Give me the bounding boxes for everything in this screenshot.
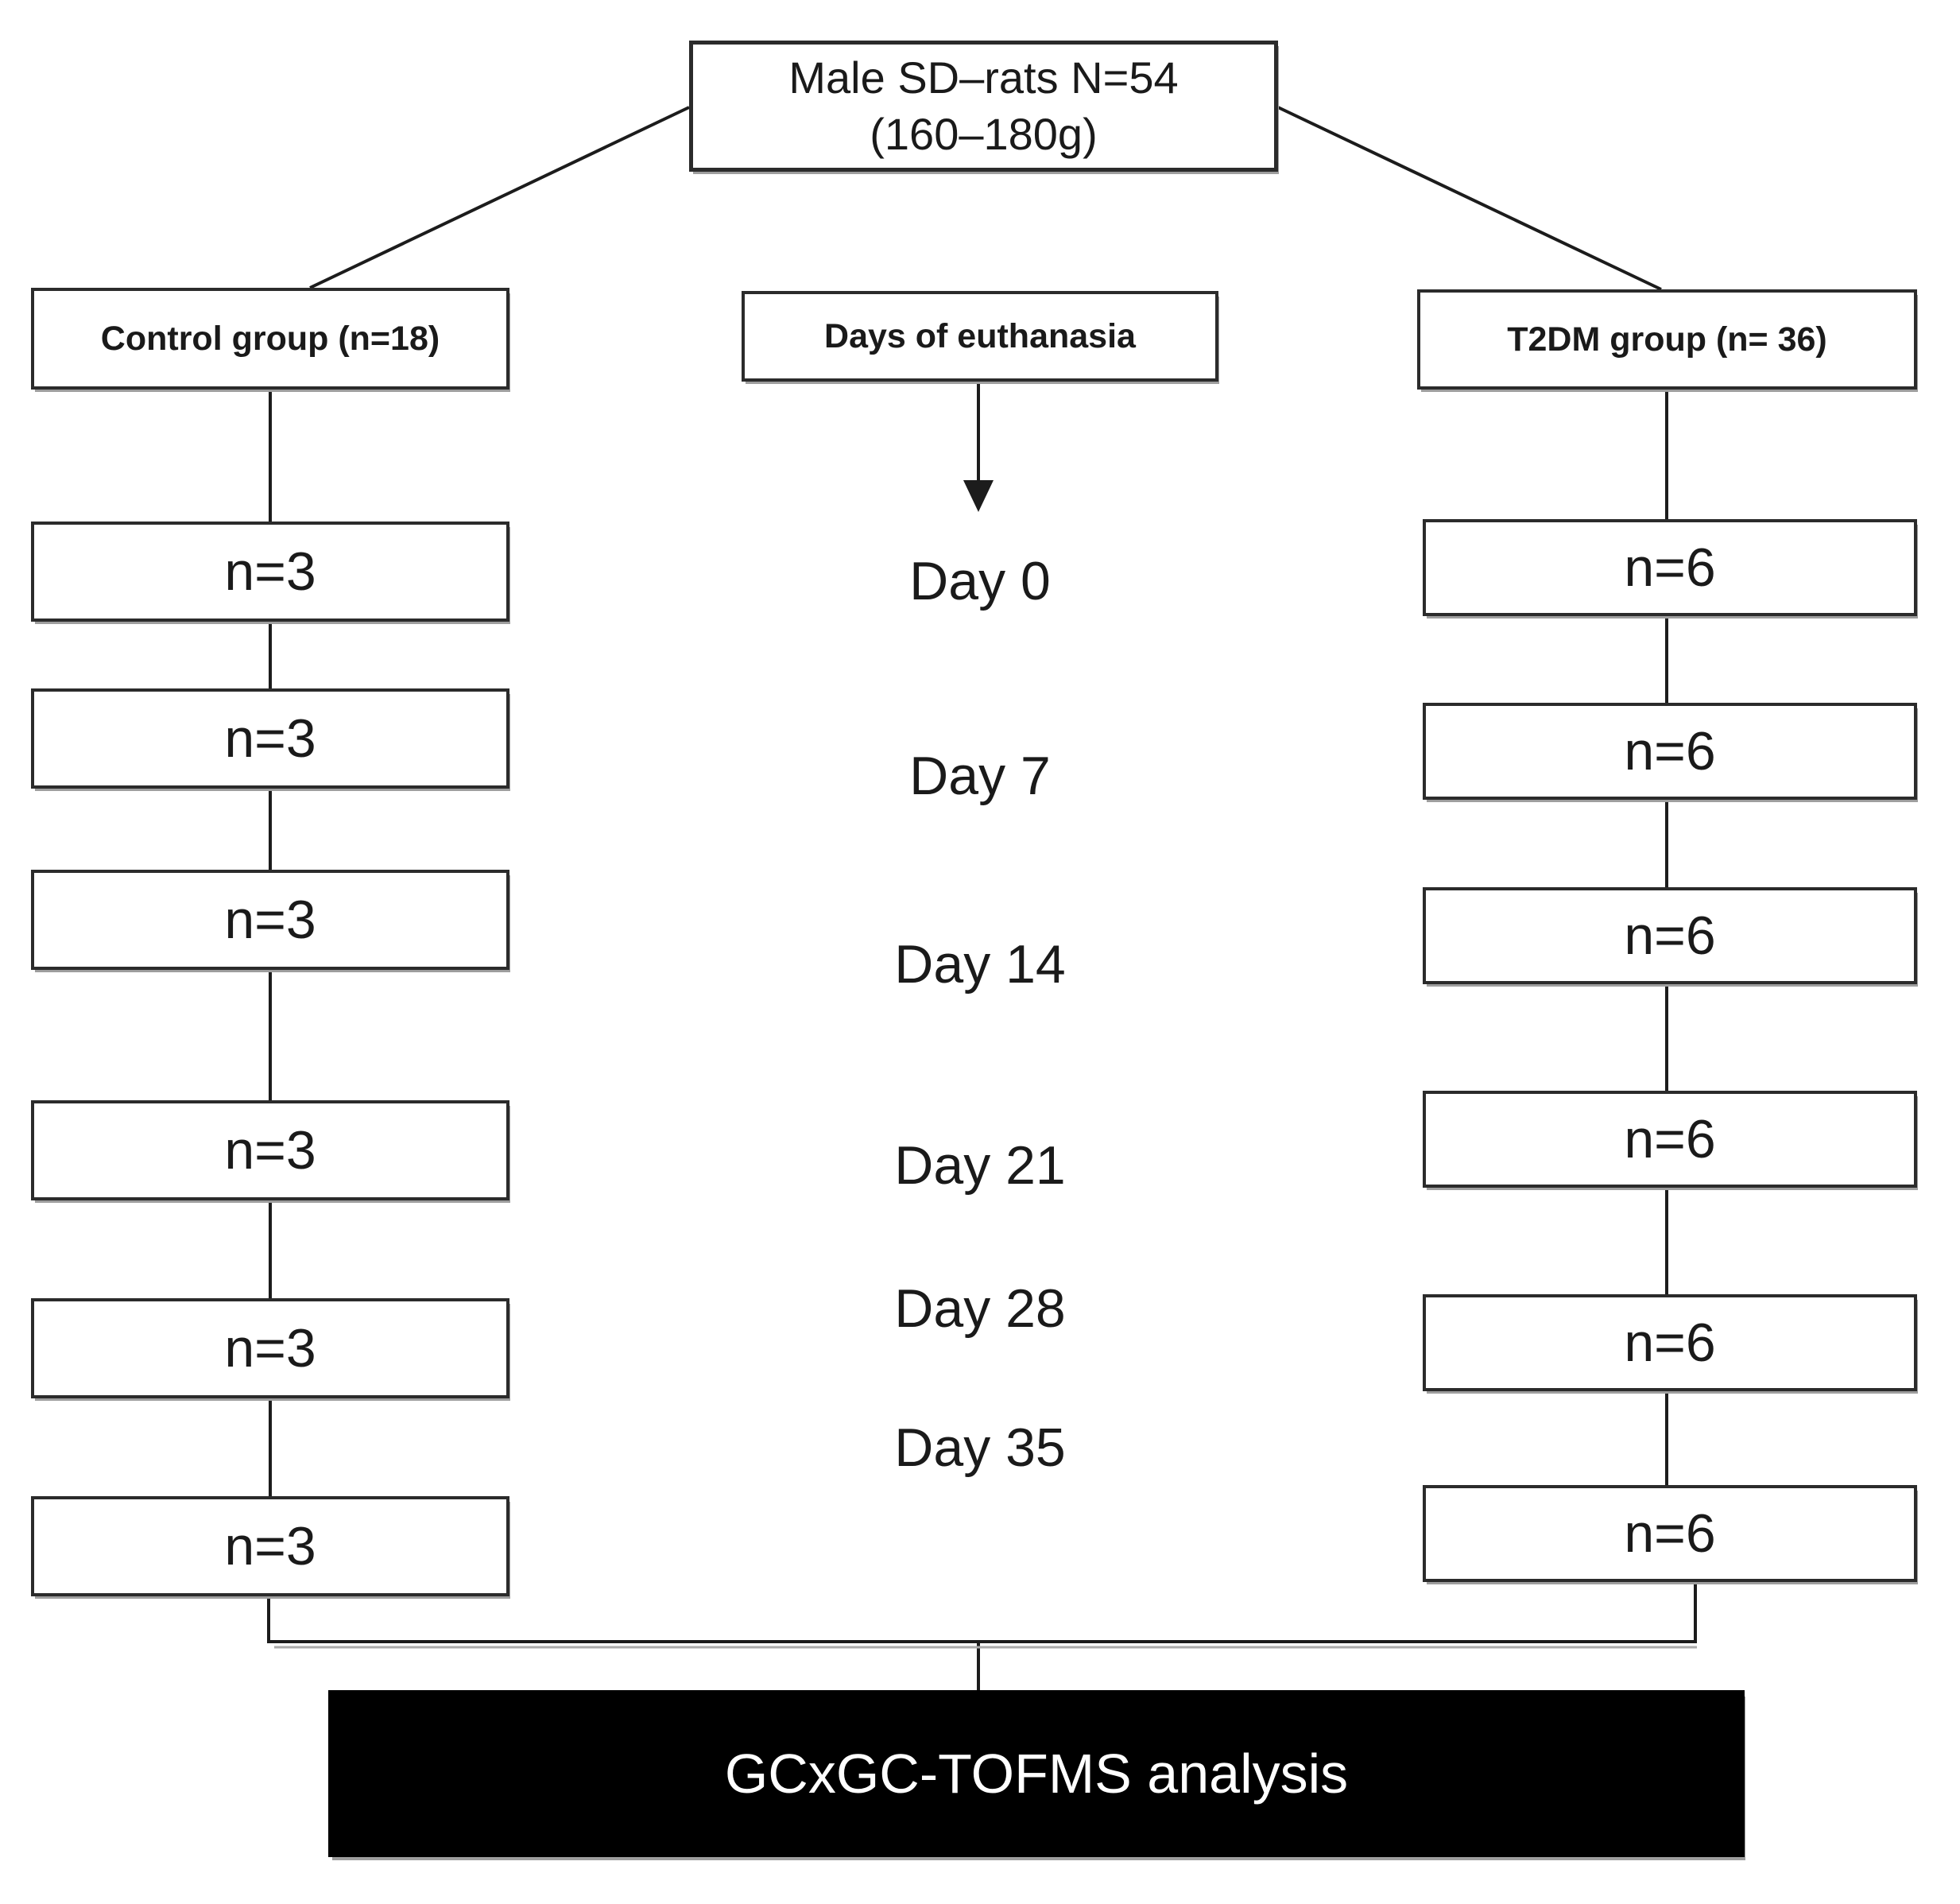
diagonal-line-right [1277,106,1662,291]
day-label-14: Day 14 [894,934,1066,995]
control-n-box-day28: n=3 [31,1298,509,1398]
title-line1: Male SD–rats N=54 [788,52,1179,103]
down-arrow-icon [963,382,994,512]
bottom-bracket [267,1582,1697,1690]
day-label-21: Day 21 [894,1135,1066,1196]
day-label-0: Day 0 [909,551,1051,611]
control-n-box-day0: n=3 [31,522,509,622]
diagonal-line-left [309,106,690,289]
t2dm-n-box-day7: n=6 [1423,703,1917,800]
control-n-box-day21: n=3 [31,1100,509,1200]
t2dm-n-box-day21: n=6 [1423,1091,1917,1188]
t2dm-n-box-day28: n=6 [1423,1294,1917,1391]
euthanasia-days-header: Days of euthanasia [742,291,1218,382]
control-n-box-day14: n=3 [31,870,509,970]
day-label-35: Day 35 [894,1417,1066,1478]
day-label-28: Day 28 [894,1278,1066,1339]
t2dm-n-box-day14: n=6 [1423,887,1917,984]
day-label-7: Day 7 [909,746,1051,806]
title-line2: (160–180g) [870,108,1098,159]
title-box: Male SD–rats N=54 (160–180g) [689,41,1278,172]
control-n-box-day35: n=3 [31,1496,509,1596]
analysis-box: GCxGC-TOFMS analysis [328,1690,1745,1857]
t2dm-n-box-day35: n=6 [1423,1485,1917,1582]
control-n-box-day7: n=3 [31,688,509,789]
t2dm-group-header: T2DM group (n= 36) [1417,289,1917,390]
control-group-header: Control group (n=18) [31,288,509,390]
t2dm-n-box-day0: n=6 [1423,519,1917,616]
